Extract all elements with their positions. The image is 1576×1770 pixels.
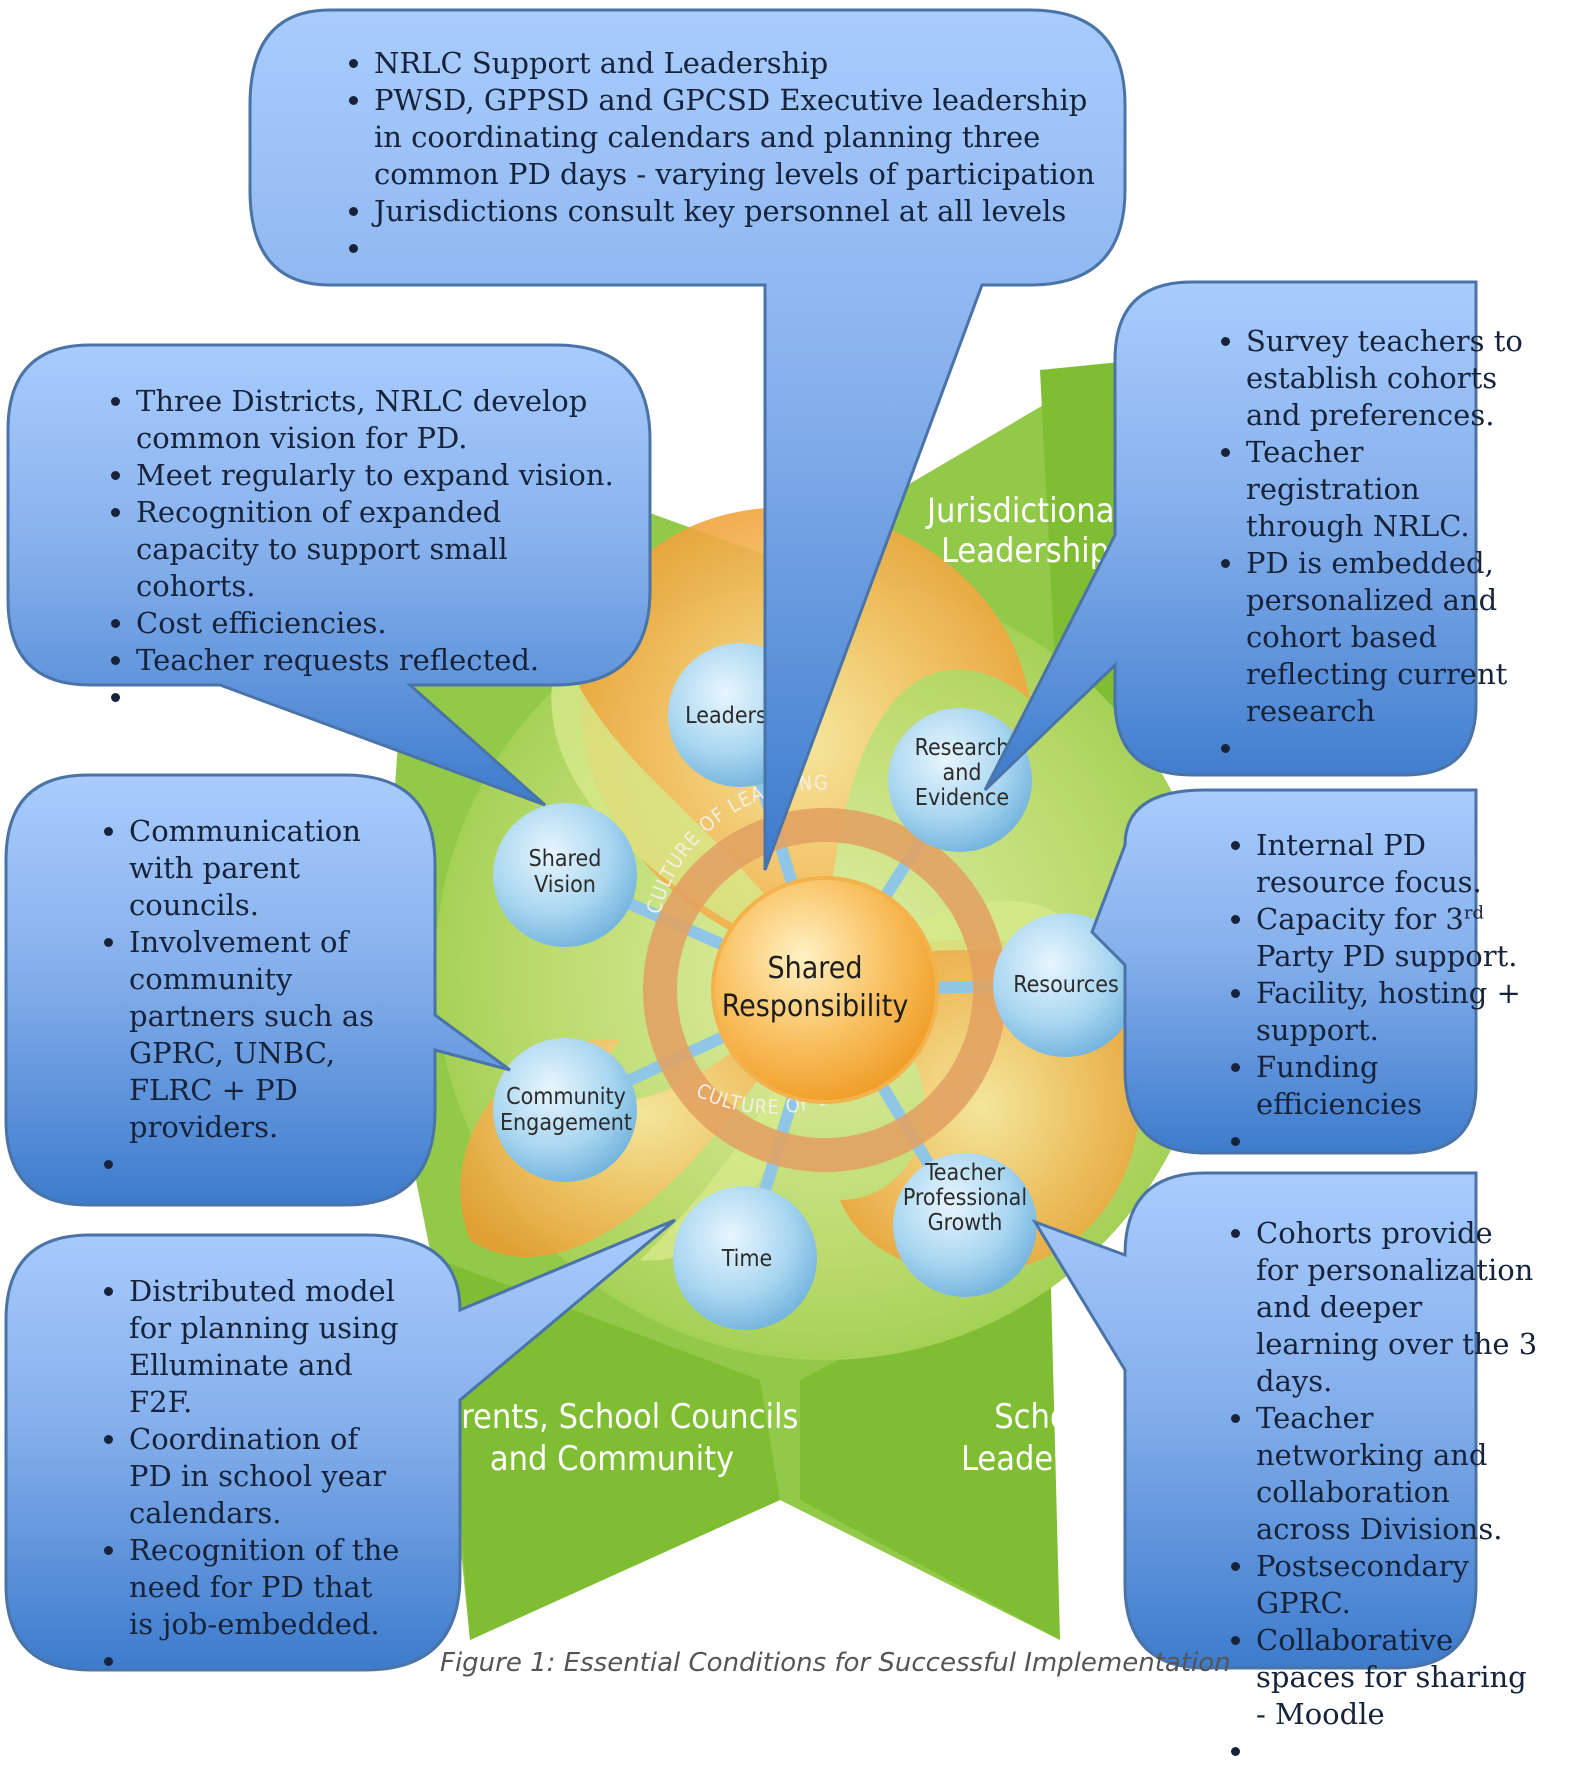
callout-shared-vision-item-6 (136, 679, 632, 716)
node-teacher-growth: Teacher Professional Growth (893, 1153, 1037, 1297)
callout-community-item-2: Involvement of community partners such a… (129, 924, 415, 1146)
callout-teacher-growth-item-3: Postsecondary GPRC. (1256, 1548, 1542, 1622)
node-label-research-1: Research (915, 735, 1010, 761)
callout-top-item-1: NRLC Support and Leadership (374, 45, 1100, 82)
band-label-parents-1: Parents, School Councils (426, 1397, 799, 1437)
node-community: Community Engagement (493, 1038, 637, 1182)
callout-teacher-growth-item-4: Collaborative spaces for sharing - Moodl… (1256, 1622, 1542, 1733)
callout-shared-vision-item-2: Meet regularly to expand vision. (136, 457, 632, 494)
callout-shared-vision-item-3: Recognition of expanded capacity to supp… (136, 494, 632, 605)
callout-top-shape (248, 8, 1127, 871)
callout-resources-item-4: Funding efficiencies (1256, 1049, 1522, 1123)
band-label-parents-2: and Community (490, 1439, 734, 1479)
callout-time-shape (4, 1218, 676, 1672)
callout-teacher-growth-item-5 (1256, 1733, 1542, 1770)
callout-research-item-3: PD is embedded, personalized and cohort … (1246, 545, 1532, 730)
node-label-shared-vision-2: Vision (534, 872, 596, 898)
callout-shared-vision-item-5: Teacher requests reflected. (136, 642, 632, 679)
node-resources: Resources (993, 913, 1137, 1057)
figure-caption: Figure 1: Essential Conditions for Succe… (440, 1648, 1231, 1678)
center-label-1: Shared (768, 951, 863, 986)
node-label-research-2: and (943, 760, 982, 786)
callout-time-item-1: Distributed model for planning using Ell… (129, 1273, 405, 1421)
node-shared-vision: Shared Vision (493, 803, 637, 947)
node-label-teacher-3: Growth (928, 1210, 1003, 1236)
callout-resources-item-2: Capacity for 3rd Party PD support. (1256, 901, 1522, 975)
callout-top: NRLC Support and Leadership PWSD, GPPSD … (330, 45, 1100, 267)
band-labels: Jurisdictional Leadership Parents, Schoo… (426, 491, 1130, 1479)
node-label-research-3: Evidence (915, 785, 1009, 811)
callout-time: Distributed model for planning using Ell… (85, 1273, 405, 1680)
band-label-school-2: Leadership (961, 1439, 1129, 1479)
node-label-community-1: Community (506, 1084, 626, 1110)
center-node: Shared Responsibility (711, 876, 939, 1104)
callout-resources-item-2-pre: Capacity for 3 (1256, 902, 1464, 936)
node-label-community-2: Engagement (500, 1110, 632, 1136)
callout-resources-item-3: Facility, hosting + support. (1256, 975, 1522, 1049)
callout-top-item-4 (374, 230, 1100, 267)
callout-community-item-3 (129, 1146, 415, 1183)
callout-research-item-4 (1246, 730, 1532, 767)
callout-resources-shape (1090, 788, 1478, 1155)
band-label-school-1: School (994, 1397, 1096, 1437)
callout-teacher-growth-shape (1031, 1171, 1478, 1670)
callout-community-shape (4, 773, 511, 1207)
callout-time-item-3: Recognition of the need for PD that is j… (129, 1532, 405, 1643)
node-label-time: Time (721, 1246, 773, 1272)
node-label-teacher-1: Teacher (924, 1160, 1005, 1186)
node-time: Time (673, 1186, 817, 1330)
callout-community: Communication with parent councils. Invo… (85, 813, 415, 1183)
callout-resources-item-5 (1256, 1123, 1522, 1160)
callout-teacher-growth-item-1: Cohorts provide for personalization and … (1256, 1215, 1542, 1400)
band-label-jurisdictional-1: Jurisdictional (925, 491, 1123, 531)
callout-teacher-growth: Cohorts provide for personalization and … (1212, 1215, 1542, 1770)
callout-teacher-growth-item-2: Teacher networking and collaboration acr… (1256, 1400, 1542, 1548)
callout-community-item-1: Communication with parent councils. (129, 813, 415, 924)
callout-top-item-2: PWSD, GPPSD and GPCSD Executive leadersh… (374, 82, 1100, 193)
callout-research-shape (983, 280, 1478, 792)
callout-resources-item-2-post: Party PD support. (1256, 939, 1518, 973)
node-research: Research and Evidence (888, 708, 1032, 852)
callout-shared-vision-shape (6, 343, 652, 807)
callout-resources-item-1: Internal PD resource focus. (1256, 827, 1522, 901)
callout-research-item-1: Survey teachers to establish cohorts and… (1246, 323, 1532, 434)
callout-resources-item-2-sup: rd (1463, 902, 1484, 924)
callout-shared-vision-item-1: Three Districts, NRLC develop common vis… (136, 383, 632, 457)
callout-resources: Internal PD resource focus. Capacity for… (1212, 827, 1522, 1160)
node-label-resources: Resources (1013, 972, 1119, 998)
diagram-canvas: Jurisdictional Leadership Parents, Schoo… (4, 8, 1478, 1672)
band-label-jurisdictional-2: Leadership (941, 531, 1109, 571)
callout-shared-vision: Three Districts, NRLC develop common vis… (92, 383, 632, 716)
callout-time-item-4 (129, 1643, 405, 1680)
callout-research-item-2: Teacher registration through NRLC. (1246, 434, 1532, 545)
node-label-teacher-2: Professional (903, 1185, 1027, 1211)
center-label-2: Responsibility (722, 989, 909, 1024)
node-label-shared-vision-1: Shared (529, 846, 602, 872)
callout-top-item-3: Jurisdictions consult key personnel at a… (374, 193, 1100, 230)
callout-shared-vision-item-4: Cost efficiencies. (136, 605, 632, 642)
callout-research: Survey teachers to establish cohorts and… (1202, 323, 1532, 767)
callout-time-item-2: Coordination of PD in school year calend… (129, 1421, 405, 1532)
